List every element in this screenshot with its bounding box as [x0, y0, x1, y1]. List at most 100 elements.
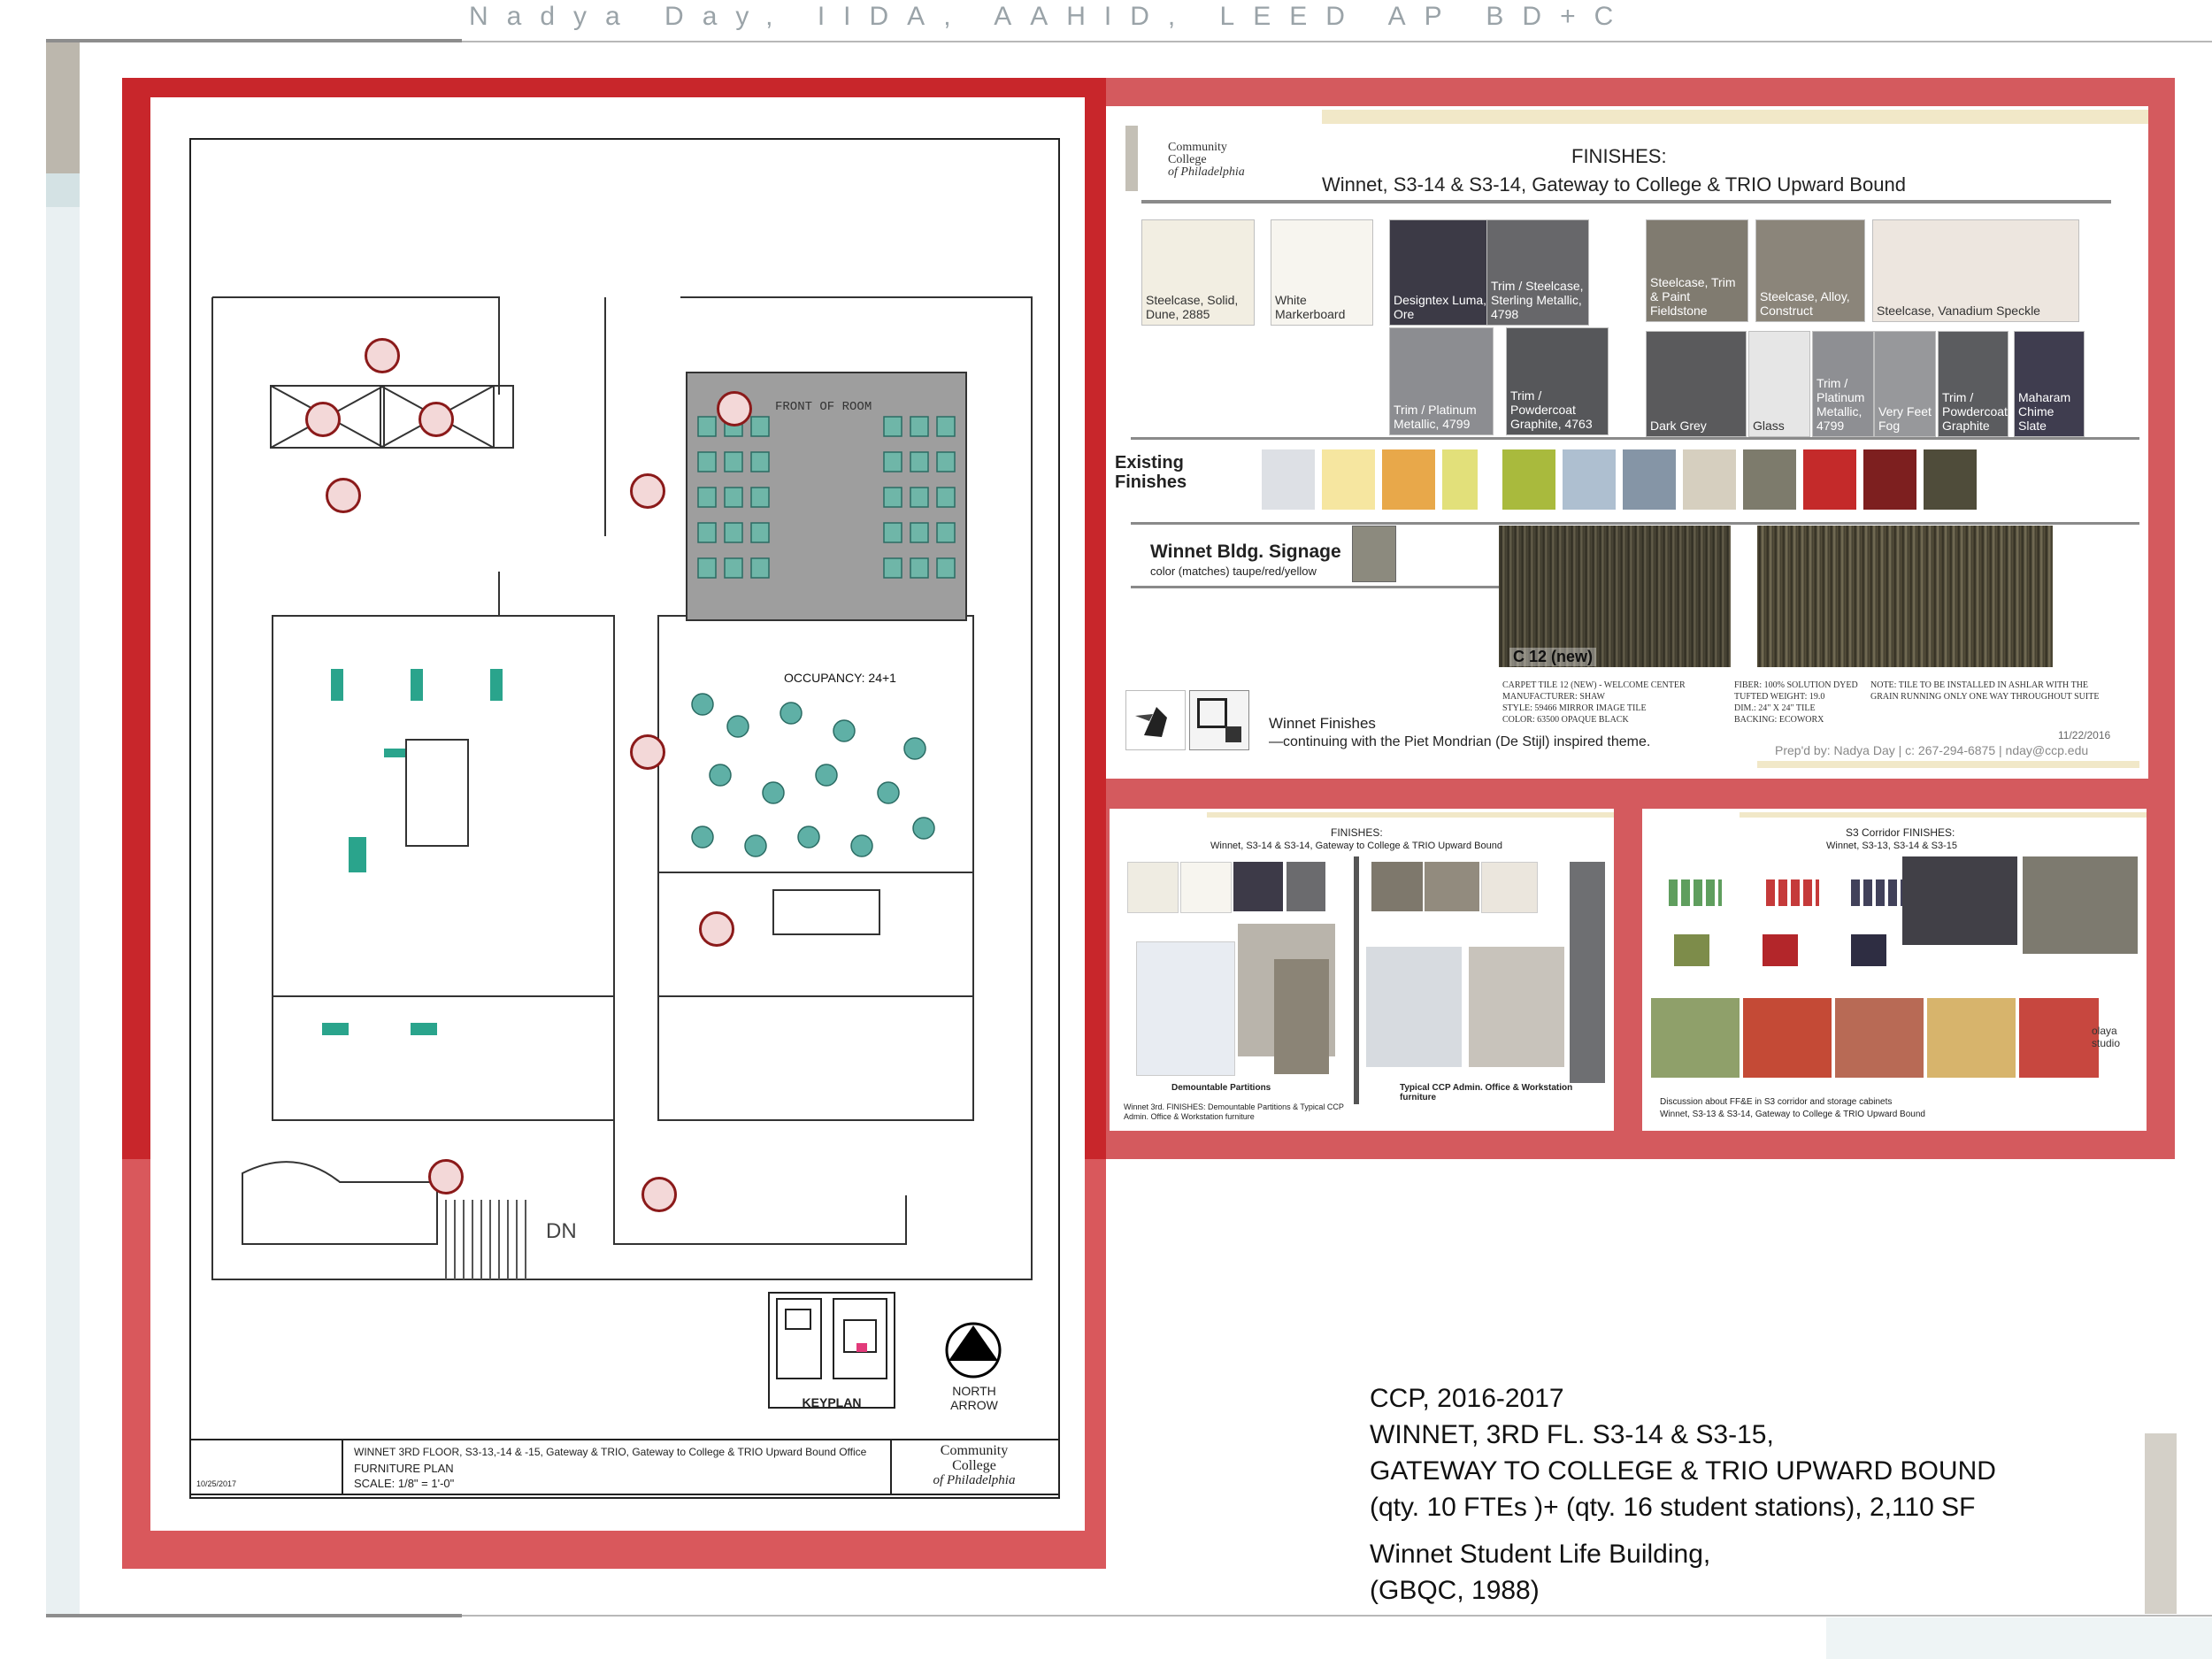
board2-caption-2: Typical CCP Admin. Office & Workstation …: [1400, 1083, 1573, 1102]
board3-photo-6: [1927, 998, 2016, 1078]
header-rule-left: [46, 39, 462, 42]
carpet-spec2-4: BACKING: ECOWORX: [1734, 715, 1824, 725]
carpet-spec-col2: FIBER: 100% SOLUTION DYED TUFTED WEIGHT:…: [1734, 680, 1858, 726]
board-accent-bar: [1322, 110, 2148, 124]
title-block-subtitle: FURNITURE PLAN: [354, 1462, 454, 1475]
carpet-spec-2: MANUFACTURER: SHAW: [1502, 692, 1605, 702]
project-line-3: GATEWAY TO COLLEGE & TRIO UPWARD BOUND: [1370, 1456, 1996, 1486]
title-block-date: 10/25/2017: [196, 1479, 237, 1488]
board-demountable: FINISHES: Winnet, S3-14 & S3-14, Gateway…: [1110, 809, 1614, 1131]
board2-divider: [1354, 856, 1359, 1104]
board-gray-bar: [1125, 126, 1138, 191]
board-prepared-by: Prep'd by: Nadya Day | c: 267-294-6875 |…: [1775, 743, 2089, 757]
footer-strip: [1826, 1617, 2212, 1659]
finish-swatch-label: Trim / Powdercoat Graphite: [1942, 390, 2008, 433]
project-line-1: CCP, 2016-2017: [1370, 1384, 1564, 1413]
room-stamp-lobby: [428, 1159, 464, 1194]
title-block-title: WINNET 3RD FLOOR, S3-13,-14 & -15, Gatew…: [354, 1446, 867, 1458]
left-margin-bar: [46, 207, 80, 1614]
room-stamp-corridor-2: [630, 734, 665, 770]
existing-finish-chip: [1863, 449, 1916, 510]
finish-swatch: Steelcase, Trim & Paint Fieldstone: [1646, 219, 1748, 322]
left-margin-bar-mid: [46, 173, 80, 207]
north-arrow-label: NORTH ARROW: [950, 1384, 998, 1412]
carpet-spec-col1: CARPET TILE 12 (NEW) - WELCOME CENTER MA…: [1502, 680, 1686, 726]
finish-swatch: Trim / Steelcase, Sterling Metallic, 479…: [1486, 219, 1589, 326]
board3-elevation-1: [1669, 879, 1722, 906]
board2-caption-1: Demountable Partitions: [1171, 1083, 1271, 1093]
finish-swatch-label: Trim / Platinum Metallic, 4799: [1394, 403, 1477, 431]
title-block-meta: [191, 1440, 343, 1494]
finish-swatch: Trim / Platinum Metallic, 4799: [1812, 331, 1874, 437]
carpet-sample-2: [1757, 526, 2053, 667]
theme-title: Winnet Finishes: [1269, 715, 1376, 732]
board2-footer: Winnet 3rd. FINISHES: Demountable Partit…: [1124, 1102, 1344, 1121]
finish-swatch-label: Glass: [1753, 419, 1785, 433]
finish-swatch-label: Dark Grey: [1650, 419, 1707, 433]
signage-rule: [1131, 586, 1718, 588]
board-title-rule: [1141, 200, 2111, 204]
board3-title: S3 Corridor FINISHES:: [1846, 826, 1955, 839]
keyplan-map: [776, 1298, 887, 1379]
board2-title: FINISHES:: [1331, 826, 1383, 839]
existing-rule: [1131, 522, 2139, 525]
existing-finish-chip: [1743, 449, 1796, 510]
finish-swatch-label: Trim / Powdercoat Graphite, 4763: [1510, 388, 1593, 431]
room-stamp-storage: [365, 338, 400, 373]
finish-swatch: Very Feet Fog: [1874, 331, 1936, 437]
finish-swatch-label: Steelcase, Vanadium Speckle: [1877, 303, 2040, 318]
board2-swatch-2: [1180, 862, 1232, 913]
board3-paint-3: [1851, 934, 1886, 966]
existing-finish-chip: [1262, 449, 1315, 510]
room-stamp-corridor-3: [641, 1177, 677, 1212]
finishes-board: Community College of Philadelphia FINISH…: [1106, 106, 2148, 779]
finish-swatch-label: Steelcase, Trim & Paint Fieldstone: [1650, 275, 1736, 318]
existing-finish-chip: [1442, 449, 1478, 510]
finish-swatch: Glass: [1748, 331, 1810, 437]
room-stamp-elevator-lobby: [326, 478, 361, 513]
room-stamp-corridor-1: [630, 473, 665, 509]
board2-swatch-6: [1425, 862, 1479, 911]
keyplan-box: KEYPLAN: [768, 1292, 895, 1409]
board-logo-line-1: Community: [1168, 141, 1227, 154]
carpet-spec2-2: TUFTED WEIGHT: 19.0: [1734, 692, 1825, 702]
mondrian-painting-image: [1189, 690, 1249, 750]
board3-paint-1: [1674, 934, 1709, 966]
finish-swatch-label: Designtex Luma, Ore: [1394, 293, 1487, 321]
board3-photo-3: [1651, 998, 1740, 1078]
finish-swatch: Dark Grey: [1646, 331, 1747, 437]
board3-brand: olaya studio: [2092, 1025, 2121, 1049]
board2-photo-5: [1469, 947, 1564, 1067]
finish-swatch-label: White Markerboard: [1275, 293, 1346, 321]
occupancy-label: OCCUPANCY: 24+1: [784, 671, 896, 685]
board3-footer-2: Winnet, S3-13 & S3-14, Gateway to Colleg…: [1660, 1110, 1925, 1119]
project-line-4: (qty. 10 FTEs )+ (qty. 16 student statio…: [1370, 1493, 1976, 1522]
existing-finish-chip: [1924, 449, 1977, 510]
board2-photo-4: [1366, 947, 1462, 1067]
title-block-logo: Community College of Philadelphia: [890, 1440, 1056, 1494]
floor-plan-drawing: [211, 296, 1033, 1379]
keyplan-label: KEYPLAN: [802, 1395, 862, 1409]
header-name: Nadya Day, IIDA, AAHID, LEED AP BD+C: [469, 2, 1632, 31]
existing-finish-chip: [1683, 449, 1736, 510]
existing-finish-chip: [1563, 449, 1616, 510]
board2-photo-1: [1136, 941, 1235, 1076]
carpet-sample-1: [1499, 526, 1731, 667]
existing-finish-chip: [1623, 449, 1676, 510]
mondrian-dancer-image: [1125, 690, 1186, 750]
board2-swatch-4: [1286, 862, 1325, 911]
floorplan-sheet: [150, 97, 1085, 1531]
board3-elevation-3: [1851, 879, 1904, 906]
board3-elevation-2: [1766, 879, 1819, 906]
board2-accent: [1207, 812, 1614, 818]
room-stamp-classroom-2: [699, 911, 734, 947]
logo-line-3: of Philadelphia: [933, 1473, 1016, 1487]
signage-title: Winnet Bldg. Signage: [1150, 541, 1341, 562]
finish-swatch: Steelcase, Alloy, Construct: [1755, 219, 1865, 322]
project-info: CCP, 2016-2017 WINNET, 3RD FL. S3-14 & S…: [1370, 1380, 1996, 1609]
stair-dn-label: DN: [546, 1219, 577, 1243]
finish-swatch-label: Trim / Steelcase, Sterling Metallic, 479…: [1491, 279, 1584, 321]
board2-swatch-7: [1481, 862, 1538, 913]
left-margin-bar-top: [46, 42, 80, 173]
board2-subtitle: Winnet, S3-14 & S3-14, Gateway to Colleg…: [1210, 841, 1502, 851]
